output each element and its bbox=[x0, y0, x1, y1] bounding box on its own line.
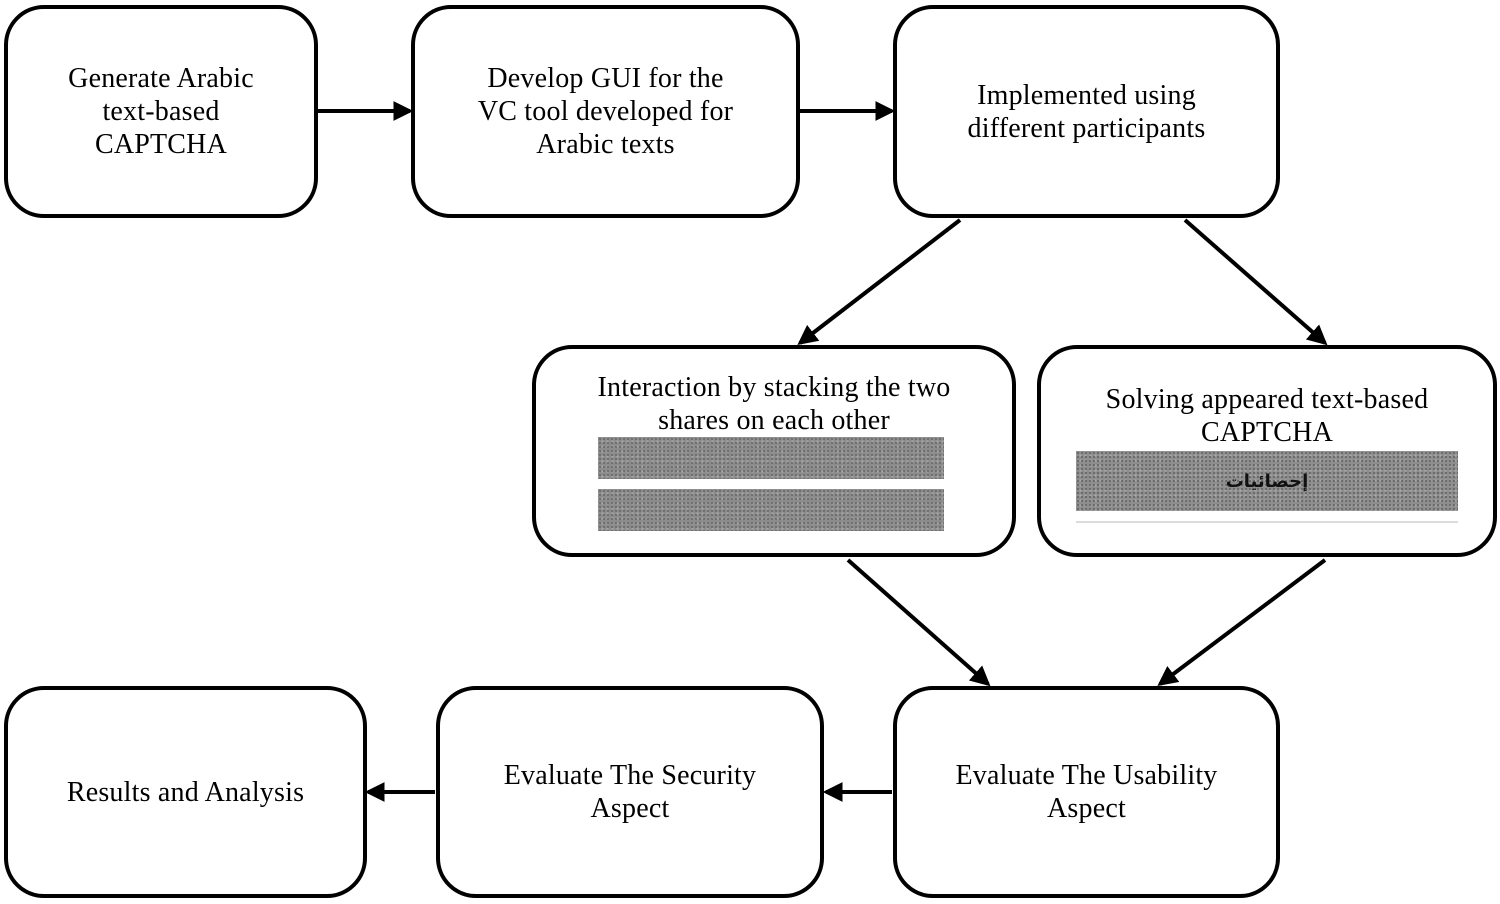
captcha-divider bbox=[1076, 521, 1458, 523]
node-solving-captcha: Solving appeared text-based CAPTCHA إحصا… bbox=[1037, 345, 1497, 557]
node-results-analysis-label: Results and Analysis bbox=[66, 776, 305, 808]
node-interaction: Interaction by stacking the two shares o… bbox=[532, 345, 1016, 557]
node-evaluate-security-label: Evaluate The Security Aspect bbox=[503, 760, 757, 824]
node-results-analysis: Results and Analysis bbox=[4, 686, 367, 898]
captcha-text: إحصائيات bbox=[1225, 470, 1309, 492]
share-image-2 bbox=[598, 489, 944, 531]
arrow-interaction-to-usability bbox=[846, 558, 991, 687]
node-interaction-label: Interaction by stacking the two shares o… bbox=[597, 372, 951, 436]
node-implemented-label: Implemented using different participants bbox=[967, 79, 1206, 144]
node-solving-captcha-label: Solving appeared text-based CAPTCHA bbox=[1105, 384, 1429, 448]
share-image-1 bbox=[598, 437, 944, 479]
arrow-implemented-to-solving bbox=[1183, 218, 1328, 346]
node-generate-captcha-label: Generate Arabic text-based CAPTCHA bbox=[68, 63, 254, 160]
node-develop-gui: Develop GUI for the VC tool developed fo… bbox=[411, 5, 800, 218]
node-evaluate-usability-label: Evaluate The Usability Aspect bbox=[955, 760, 1218, 824]
node-implemented: Implemented using different participants bbox=[893, 5, 1280, 218]
node-develop-gui-label: Develop GUI for the VC tool developed fo… bbox=[477, 63, 734, 160]
captcha-image: إحصائيات bbox=[1076, 451, 1458, 511]
node-evaluate-security: Evaluate The Security Aspect bbox=[436, 686, 824, 898]
arrow-implemented-to-interaction bbox=[797, 218, 962, 346]
node-evaluate-usability: Evaluate The Usability Aspect bbox=[893, 686, 1280, 898]
arrow-solving-to-usability bbox=[1157, 558, 1327, 687]
node-generate-captcha: Generate Arabic text-based CAPTCHA bbox=[4, 5, 318, 218]
